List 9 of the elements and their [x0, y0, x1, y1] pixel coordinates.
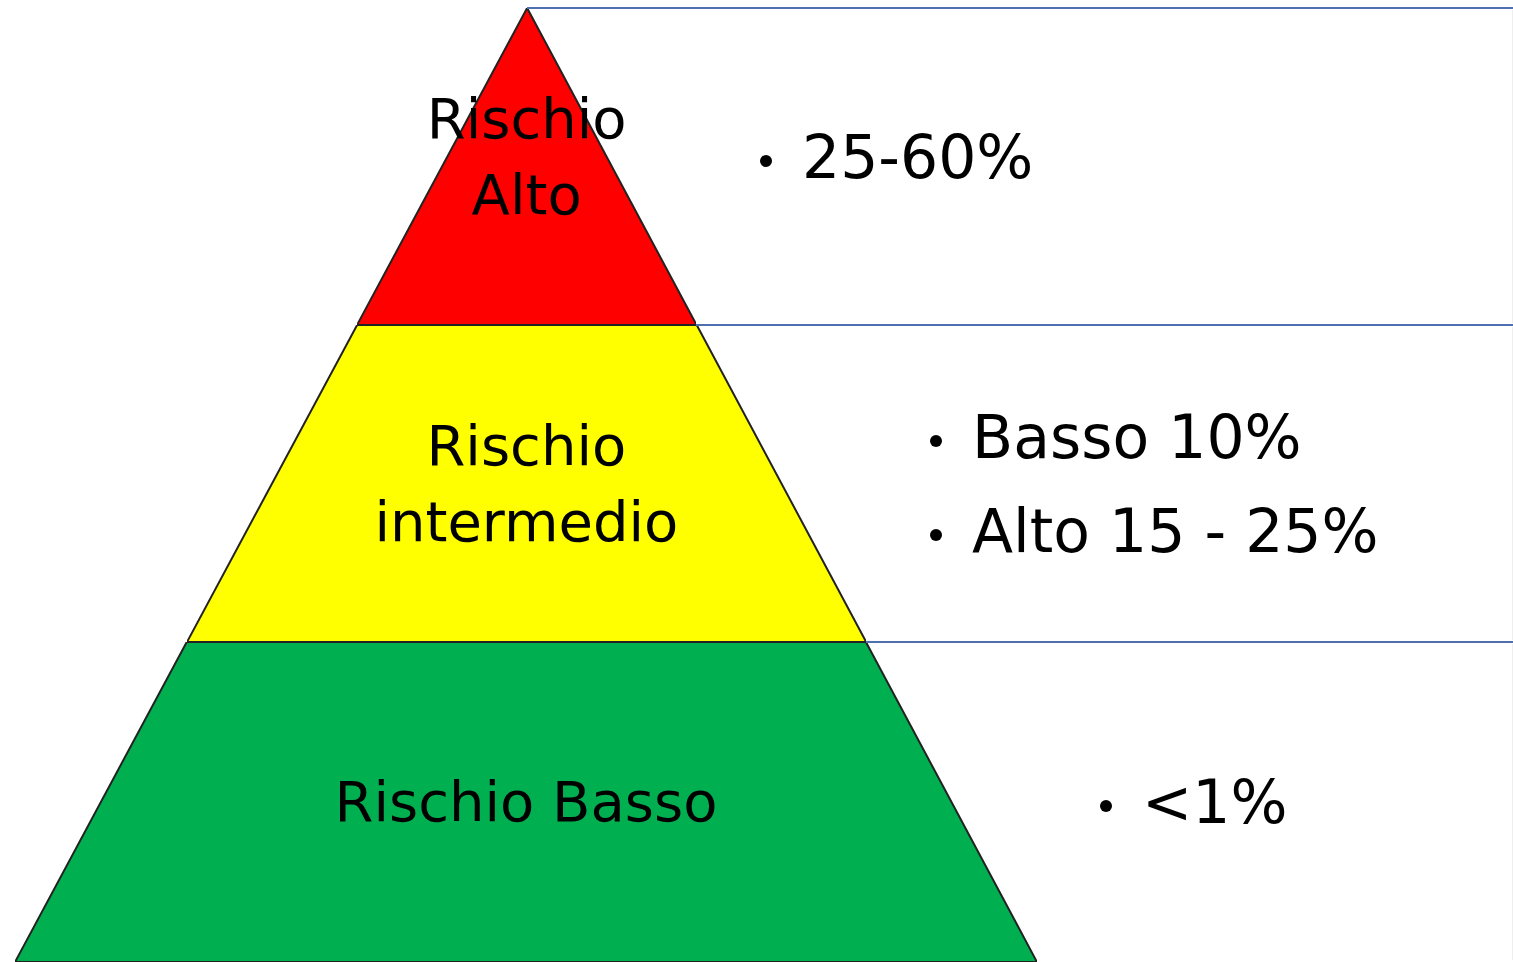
tier-label: Rischio intermedio [373, 412, 680, 556]
percentage-bullet: Basso 10% [930, 390, 1379, 484]
tier-label: Rischio Basso [333, 768, 719, 836]
pyramid-tier [186, 325, 866, 642]
percentage-bullet: 25-60% [760, 110, 1034, 204]
pyramid-tier [15, 642, 1037, 962]
percentage-bullet: <1% [1100, 755, 1288, 849]
percentage-bullet: Alto 15 - 25% [930, 484, 1379, 578]
pyramid-tier [356, 8, 697, 325]
